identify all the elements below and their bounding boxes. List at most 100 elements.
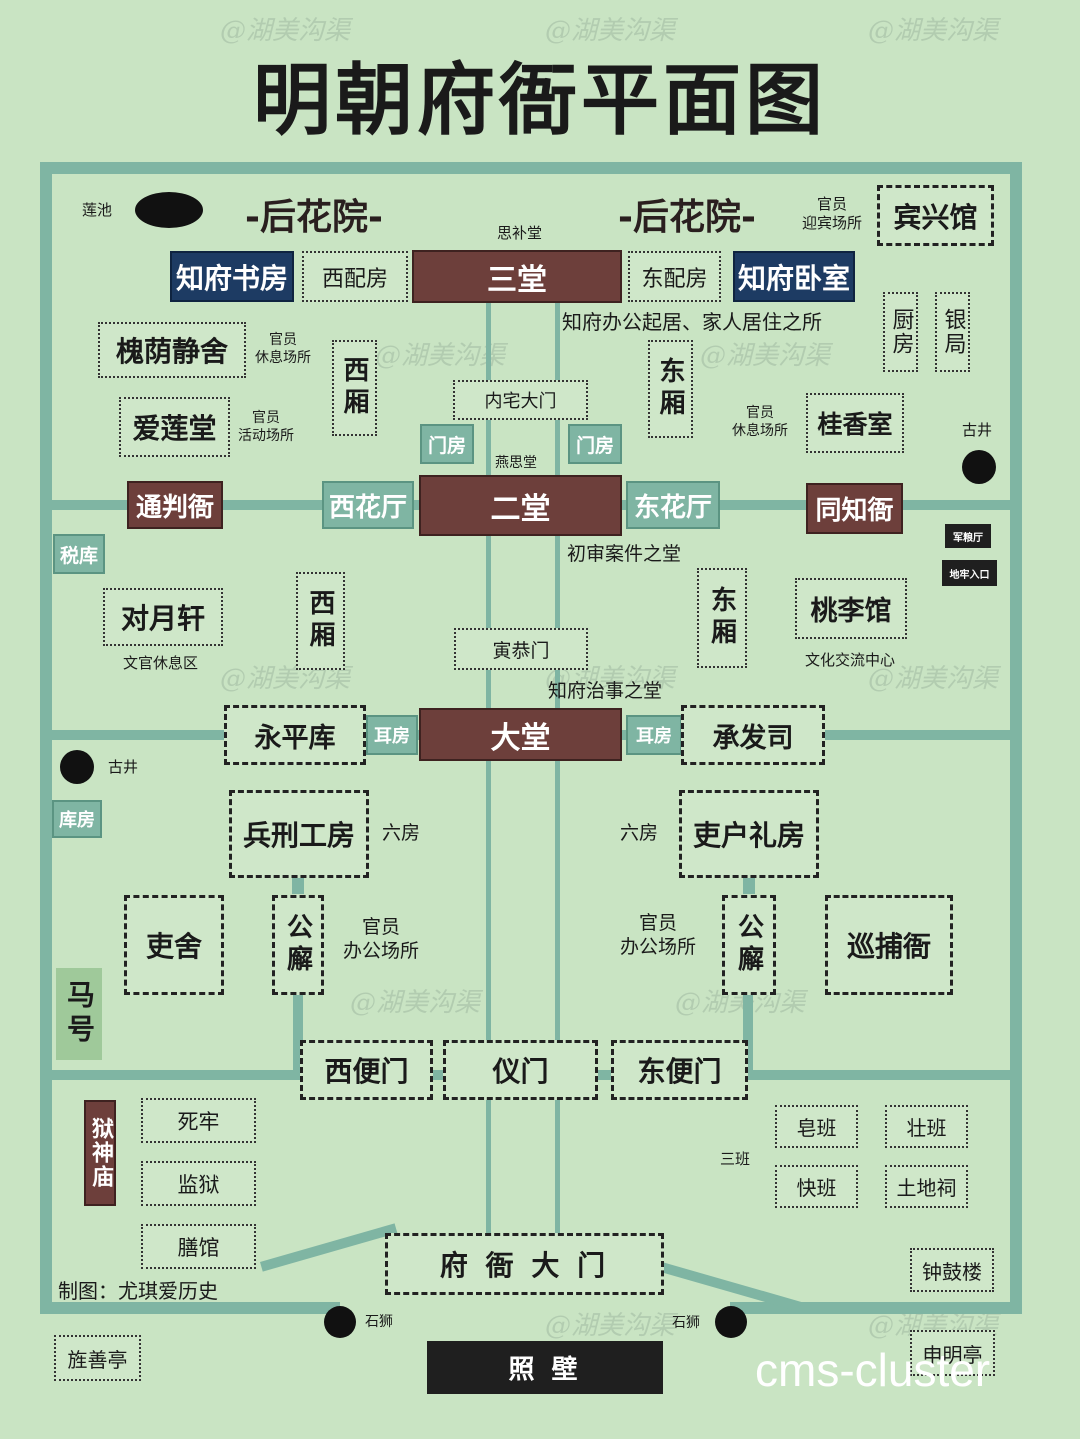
kuai-squad: 快班 — [775, 1165, 858, 1208]
zhuang-squad: 壮班 — [885, 1105, 968, 1148]
great-hall-note: 知府治事之堂 — [548, 680, 663, 702]
well-label-east: 古井 — [962, 421, 993, 439]
well-east — [962, 450, 996, 484]
gatehouse-west: 门房 — [420, 424, 474, 464]
east-side-gate: 东便门 — [611, 1040, 748, 1100]
second-hall: 二堂 — [419, 475, 622, 536]
huaiyin-house: 槐荫静舍 — [98, 322, 246, 378]
pond-label: 莲池 — [82, 201, 113, 219]
study-room: 知府书房 — [170, 251, 294, 302]
huaiyin-note: 官员 休息场所 — [255, 332, 311, 366]
prison-god-temple: 狱神庙 — [84, 1100, 116, 1206]
main-gate: 府 衙 大 门 — [385, 1233, 664, 1295]
taoli-note: 文化交流中心 — [805, 651, 896, 669]
connector-east — [743, 878, 755, 894]
bedroom: 知府卧室 — [733, 251, 855, 302]
constable-office: 巡捕衙 — [825, 895, 953, 995]
watermark: @湖美沟渠 — [220, 16, 351, 46]
three-squads-label: 三班 — [720, 1150, 751, 1168]
watermark: @湖美沟渠 — [545, 1311, 676, 1341]
outer-wall-top — [40, 162, 1022, 174]
west-wing-lower: 西厢 — [296, 572, 345, 670]
death-row: 死牢 — [141, 1098, 256, 1143]
ailian-note: 官员 活动场所 — [238, 410, 294, 444]
bingxing-office: 兵刑工房 — [229, 790, 369, 878]
side-room-west: 耳房 — [366, 715, 418, 755]
storeroom: 库房 — [52, 800, 102, 838]
third-hall-caption: 思补堂 — [497, 224, 543, 242]
outer-wall-right — [1010, 162, 1022, 1314]
central-axis-left — [486, 300, 491, 1235]
third-hall: 三堂 — [412, 250, 622, 303]
silver-office: 银局 — [935, 292, 970, 372]
clerk-quarters: 吏舍 — [124, 895, 224, 995]
earth-god-shrine: 土地祠 — [885, 1165, 968, 1208]
watermark: @湖美沟渠 — [868, 664, 999, 694]
watermark: @湖美沟渠 — [868, 16, 999, 46]
guixiang-room: 桂香室 — [806, 393, 904, 453]
office-note-west: 官员 办公场所 — [343, 916, 420, 962]
dungeon-entrance: 地牢入口 — [942, 560, 997, 586]
east-side-room: 东配房 — [628, 251, 721, 302]
stone-lion-west-label: 石狮 — [365, 1314, 393, 1330]
credit: 制图：尤琪爱历史 — [58, 1279, 218, 1303]
guesthouse-note: 官员 迎宾场所 — [802, 195, 863, 232]
bell-drum-tower: 钟鼓楼 — [910, 1248, 994, 1292]
inner-gate: 内宅大门 — [453, 380, 588, 420]
office-note-east: 官员 办公场所 — [620, 912, 697, 958]
tongpan-office: 通判衙 — [127, 481, 223, 529]
stone-lion-east-label: 石狮 — [672, 1315, 700, 1331]
back-garden-west: -后花院- — [245, 197, 383, 238]
well-west — [60, 750, 94, 784]
connector-west — [292, 878, 304, 894]
duiyue-note: 文官休息区 — [123, 654, 199, 672]
ailian-hall: 爱莲堂 — [119, 397, 230, 457]
gatehouse-east: 门房 — [568, 424, 622, 464]
third-hall-note: 知府办公起居、家人居住之所 — [562, 310, 822, 334]
watermark: @湖美沟渠 — [545, 16, 676, 46]
duiyue-pavilion: 对月轩 — [103, 588, 223, 646]
east-flower-hall: 东花厅 — [626, 481, 720, 529]
wall-west-court — [293, 990, 303, 1080]
watermark: @湖美沟渠 — [700, 341, 831, 371]
west-wing-upper: 西厢 — [332, 340, 377, 436]
wall-diagonal-left — [260, 1223, 398, 1272]
prison-kitchen: 膳馆 — [141, 1224, 256, 1269]
jail: 监狱 — [141, 1161, 256, 1206]
six-offices-east-label: 六房 — [620, 822, 659, 844]
second-hall-note: 初审案件之堂 — [567, 543, 682, 565]
zao-squad: 皂班 — [775, 1105, 858, 1148]
stone-lion-west — [324, 1306, 356, 1338]
east-wing-upper: 东厢 — [648, 340, 693, 438]
west-flower-hall: 西花厅 — [322, 481, 414, 529]
shenming-pavilion: 申明亭 — [910, 1330, 995, 1376]
side-room-east: 耳房 — [626, 715, 682, 755]
outer-wall-bottom-left — [40, 1302, 340, 1314]
east-wing-lower: 东厢 — [697, 568, 747, 668]
outer-wall-bottom-right — [730, 1302, 1022, 1314]
guixiang-note: 官员 休息场所 — [732, 405, 788, 439]
pond — [135, 192, 203, 228]
west-side-gate: 西便门 — [300, 1040, 433, 1100]
watermark: @湖美沟渠 — [350, 988, 481, 1018]
yongping-treasury: 永平库 — [224, 705, 366, 765]
office-east: 公廨 — [722, 895, 776, 995]
tongzhi-office: 同知衙 — [806, 483, 903, 534]
second-hall-caption: 燕思堂 — [495, 455, 537, 471]
tax-storehouse: 税库 — [53, 534, 105, 574]
office-west: 公廨 — [272, 895, 324, 995]
chengfa-office: 承发司 — [681, 705, 825, 765]
back-garden-east: -后花院- — [618, 197, 756, 238]
wall-east-court — [743, 990, 753, 1080]
taoli-hall: 桃李馆 — [795, 578, 907, 639]
great-hall: 大堂 — [419, 708, 622, 761]
stable: 马号 — [56, 968, 102, 1060]
spirit-screen: 照 壁 — [427, 1341, 663, 1394]
six-offices-west-label: 六房 — [382, 822, 421, 844]
page-title: 明朝府衙平面图 — [252, 55, 827, 146]
guesthouse: 宾兴馆 — [877, 185, 994, 246]
watermark: @湖美沟渠 — [375, 341, 506, 371]
lihu-office: 吏户礼房 — [679, 790, 819, 878]
jingshan-pavilion: 旌善亭 — [54, 1335, 141, 1381]
